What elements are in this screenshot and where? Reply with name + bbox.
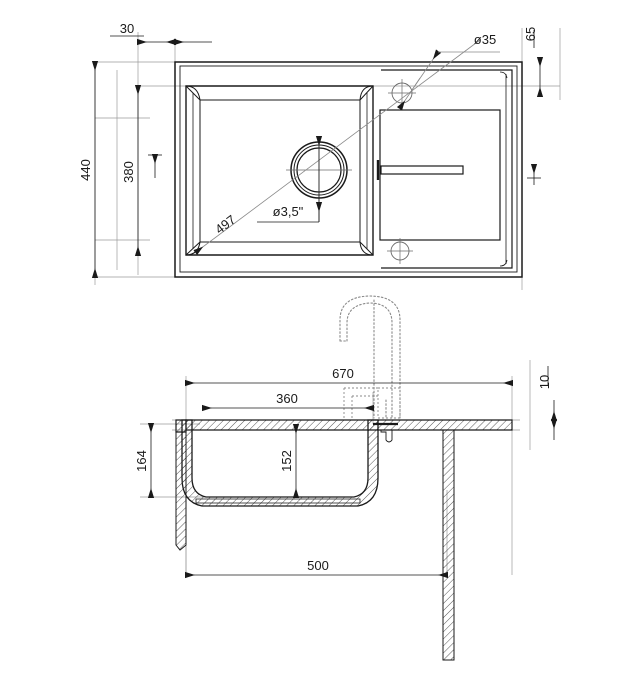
basin-wall-lines xyxy=(192,93,368,249)
bowl-base-detail xyxy=(195,498,361,504)
sink-outer-rim xyxy=(174,61,523,278)
drainboard-corner-tr xyxy=(499,71,508,79)
dim-label-65: 65 xyxy=(523,27,538,41)
dim-label-380: 380 xyxy=(121,161,136,183)
drain-board xyxy=(376,69,513,269)
faucet-base-detail xyxy=(343,387,401,419)
rim-slab-section xyxy=(185,419,513,431)
dimension-360: 360 xyxy=(202,391,374,412)
dimension-65: 65 xyxy=(523,27,544,185)
dimension-164: 164 xyxy=(134,423,155,498)
dimension-152: 152 xyxy=(279,424,300,498)
dimension-30: 30 xyxy=(110,21,212,46)
drainboard-outline xyxy=(381,69,513,269)
drainboard-recess xyxy=(379,109,501,241)
left-cabinet-wall xyxy=(175,431,187,551)
section-view: 670 360 10 164 152 500 xyxy=(134,295,558,661)
dimension-440: 440 xyxy=(78,61,99,278)
sink-basin xyxy=(185,85,374,256)
overflow-hole xyxy=(387,238,413,264)
top-view: 497 ø35 ø3,5" 30 440 xyxy=(78,21,561,290)
drain-outlet-stub xyxy=(373,422,398,443)
left-rim-flange xyxy=(175,419,187,551)
dimension-leader-tap-hole: ø35 xyxy=(396,32,500,111)
dim-label-tap-hole: ø35 xyxy=(474,32,496,47)
dim-label-360: 360 xyxy=(276,391,298,406)
dim-label-10: 10 xyxy=(537,375,552,389)
drainboard-corner-br xyxy=(499,259,508,267)
faucet-phantom-outline xyxy=(339,295,401,419)
drainboard-groove xyxy=(380,165,464,175)
dim-label-440: 440 xyxy=(78,159,93,181)
sink-bowl-section xyxy=(181,419,379,507)
dimension-drain-diameter: ø3,5" xyxy=(257,136,323,223)
dimension-500: 500 xyxy=(185,558,448,579)
sink-rim xyxy=(185,419,513,431)
bowl-wall-section xyxy=(181,419,379,507)
dim-label-670: 670 xyxy=(332,366,354,381)
dim-label-drain: ø3,5" xyxy=(273,204,304,219)
dim-label-152: 152 xyxy=(279,450,294,472)
dimension-380: 380 xyxy=(121,85,162,256)
dimension-10: 10 xyxy=(537,366,558,440)
cabinet-support xyxy=(442,429,455,661)
sink-inner-rim-edge xyxy=(179,65,518,273)
dim-label-500: 500 xyxy=(307,558,329,573)
dim-label-164: 164 xyxy=(134,450,149,472)
dim-label-30: 30 xyxy=(120,21,134,36)
dimension-670: 670 xyxy=(185,366,513,387)
